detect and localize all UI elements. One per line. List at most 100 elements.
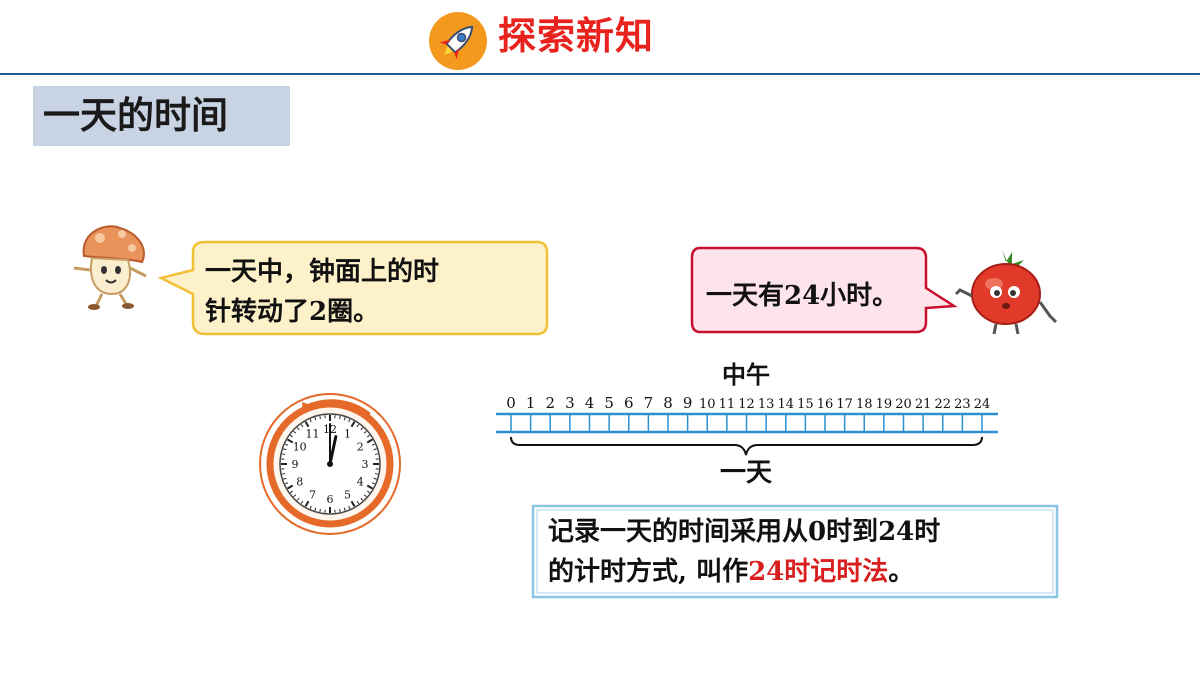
header-title: 探索新知: [498, 14, 655, 58]
clock-tick: [309, 505, 312, 509]
definition-text: 记录一天的时间采用从0时到24时 的计时方式, 叫作24时记时法。: [548, 512, 1048, 592]
clock-tick: [339, 508, 341, 513]
clock-number: 4: [357, 476, 364, 489]
bubble-left-line2: 针转动了2圈。: [205, 297, 380, 327]
timeline-tick-label: 12: [738, 397, 755, 412]
timeline-tick-label: 13: [758, 397, 775, 412]
definition-line2: 的计时方式, 叫作24时记时法。: [548, 552, 1048, 592]
timeline-tick-label: 20: [895, 397, 912, 412]
clock-tick: [281, 473, 286, 475]
clock-tick: [371, 482, 375, 485]
clock-tick: [371, 443, 375, 446]
clock-tick: [366, 484, 373, 490]
clock-tick: [363, 430, 367, 434]
timeline-tick-label: 1: [526, 394, 536, 412]
section-title-box: 一天的时间: [33, 86, 290, 146]
bubble-left-text: 一天中，钟面上的时 针转动了2圈。: [205, 252, 535, 332]
clock-number: 10: [293, 441, 307, 454]
clock-tick: [356, 500, 360, 504]
clock-tick: [339, 415, 341, 420]
clock-tick: [366, 438, 373, 444]
timeline-tick-label: 23: [954, 397, 971, 412]
timeline-tick-label: 17: [836, 397, 853, 412]
clock-number: 6: [327, 493, 334, 506]
timeline-tick-label: 21: [915, 397, 932, 412]
timeline-tick-label: 8: [663, 394, 673, 412]
timeline-tick-label: 7: [644, 394, 654, 412]
clock-tick: [360, 497, 364, 501]
clock-tick: [373, 448, 377, 451]
timeline-tick-label: 2: [545, 394, 555, 412]
clock-number: 11: [306, 428, 320, 441]
definition-line1: 记录一天的时间采用从0时到24时: [548, 517, 941, 547]
clock-number: 7: [309, 488, 316, 501]
clock-tick: [293, 494, 297, 498]
arrow-icon: [302, 402, 310, 411]
clock-number: 3: [362, 458, 369, 471]
clock-tick: [285, 443, 289, 446]
clock-tick: [366, 490, 370, 494]
timeline-tick-label: 4: [585, 394, 595, 412]
timeline-tick-label: 22: [934, 397, 951, 412]
clock-tick: [293, 430, 297, 434]
clock-tick: [304, 500, 310, 507]
clock-tick: [356, 424, 360, 428]
clock-tick: [283, 477, 287, 480]
clock-tick: [374, 453, 379, 455]
clock-tick: [366, 434, 370, 438]
timeline-tick-label: 11: [719, 397, 736, 412]
timeline-tick-label: 9: [683, 394, 693, 412]
noon-label: 中午: [722, 360, 770, 389]
clock-tick: [343, 507, 346, 511]
clock-tick: [314, 507, 317, 511]
timeline-tick-label: 15: [797, 397, 814, 412]
clock-tick: [314, 417, 317, 421]
clock-tick: [287, 438, 294, 444]
bubble-left-line1: 一天中，钟面上的时: [205, 257, 440, 287]
timeline-tick-label: 6: [624, 394, 634, 412]
clock-tick: [285, 482, 289, 485]
clock-tick: [348, 505, 351, 509]
clock-tick: [319, 508, 321, 513]
speech-bubble-left: [157, 240, 549, 336]
definition-prefix: 的计时方式, 叫作: [548, 557, 749, 587]
clock: 121234567891011: [259, 393, 401, 535]
timeline-tick-label: 3: [565, 394, 575, 412]
header-divider: [0, 73, 1200, 75]
clock-tick: [374, 473, 379, 475]
clock-tick: [290, 434, 294, 438]
clock-tick: [300, 500, 304, 504]
timeline-tick-label: 0: [506, 394, 516, 412]
clock-tick: [350, 500, 356, 507]
timeline-tick-label: 10: [699, 397, 716, 412]
clock-tick: [290, 490, 294, 494]
clock-tick: [363, 494, 367, 498]
day-brace: [510, 436, 983, 456]
definition-highlight: 24时记时法: [748, 557, 889, 587]
clock-tick: [281, 453, 286, 455]
clock-number: 2: [357, 441, 364, 454]
clock-tick: [319, 415, 321, 420]
clock-number: 5: [344, 488, 351, 501]
timeline-tick-label: 5: [604, 394, 614, 412]
clock-tick: [287, 484, 294, 490]
definition-box: [531, 504, 1059, 599]
clock-tick: [348, 419, 351, 423]
bubble-right-text: 一天有24小时。: [706, 281, 899, 311]
timeline-tick-label: 16: [817, 397, 834, 412]
clock-number: 1: [344, 428, 351, 441]
clock-tick: [283, 448, 287, 451]
rocket-icon: [429, 12, 487, 70]
definition-suffix: 。: [888, 557, 915, 587]
clock-tick: [360, 427, 364, 431]
speech-bubble-right: [690, 246, 958, 334]
timeline-tick-label: 24: [974, 397, 991, 412]
day-label: 一天: [720, 458, 772, 488]
timeline-tick-label: 18: [856, 397, 873, 412]
tomato-character: [954, 250, 1058, 335]
section-title: 一天的时间: [43, 94, 228, 137]
clock-tick: [296, 497, 300, 501]
clock-number: 8: [296, 476, 303, 489]
clock-tick: [304, 421, 310, 428]
